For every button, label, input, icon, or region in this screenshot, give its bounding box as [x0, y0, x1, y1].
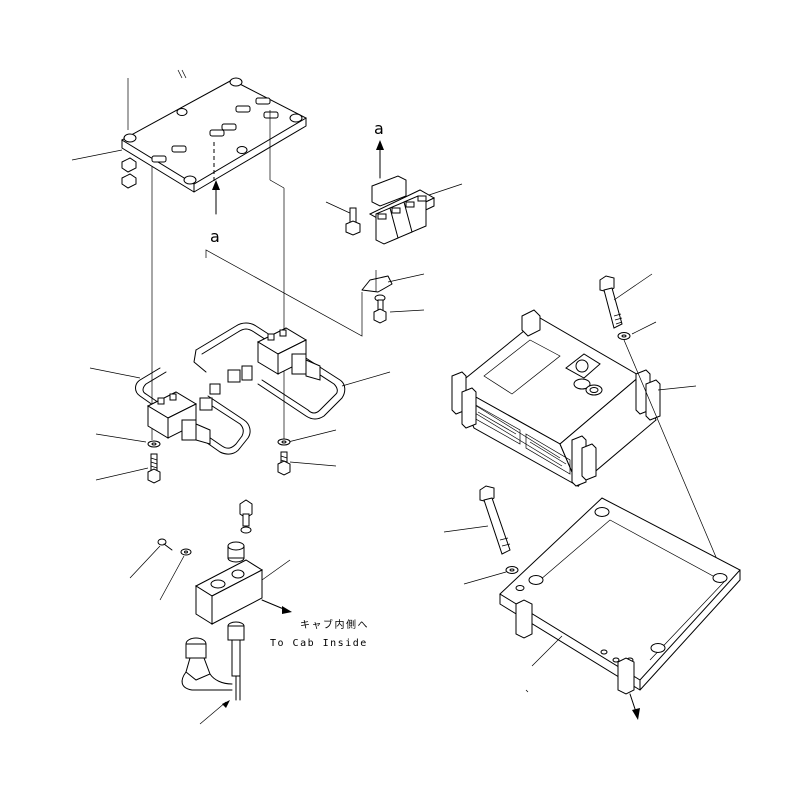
marker-a-top: a — [374, 119, 384, 138]
controller-unit — [451, 309, 661, 488]
bracket-clip — [361, 270, 393, 293]
mounting-plate — [121, 77, 308, 193]
sensor-bracket — [194, 559, 264, 625]
label-cab-inside-en: To Cab Inside — [270, 638, 368, 649]
bracket-bolt — [373, 294, 387, 324]
label-cab-inside-jp: キャブ内側へ — [300, 618, 369, 631]
arrow-marker-left: a — [210, 180, 220, 246]
bracket-screw — [345, 207, 361, 236]
washer-left — [147, 440, 161, 448]
bolt-right — [277, 451, 291, 476]
bolt-left — [147, 453, 161, 484]
sensor-bolt — [239, 499, 253, 534]
washer-base — [505, 566, 519, 574]
relay-component — [181, 637, 233, 691]
base-plate — [499, 497, 741, 695]
long-bolt-base — [479, 485, 511, 555]
connector-right — [256, 327, 321, 381]
arrow-down — [629, 693, 640, 720]
sensor-connector — [227, 621, 245, 701]
cab-arrow — [261, 599, 292, 614]
relay-bracket: a — [368, 119, 436, 245]
wire-harness — [135, 322, 346, 455]
connector-left — [146, 391, 211, 445]
grommet — [227, 541, 245, 563]
washer-top-right — [617, 332, 631, 340]
small-washer — [180, 548, 192, 556]
marker-a-left: a — [210, 227, 220, 246]
long-bolt-top — [599, 275, 623, 329]
harness-clips — [199, 365, 253, 411]
small-screw — [157, 538, 173, 551]
washer-right — [277, 438, 291, 446]
